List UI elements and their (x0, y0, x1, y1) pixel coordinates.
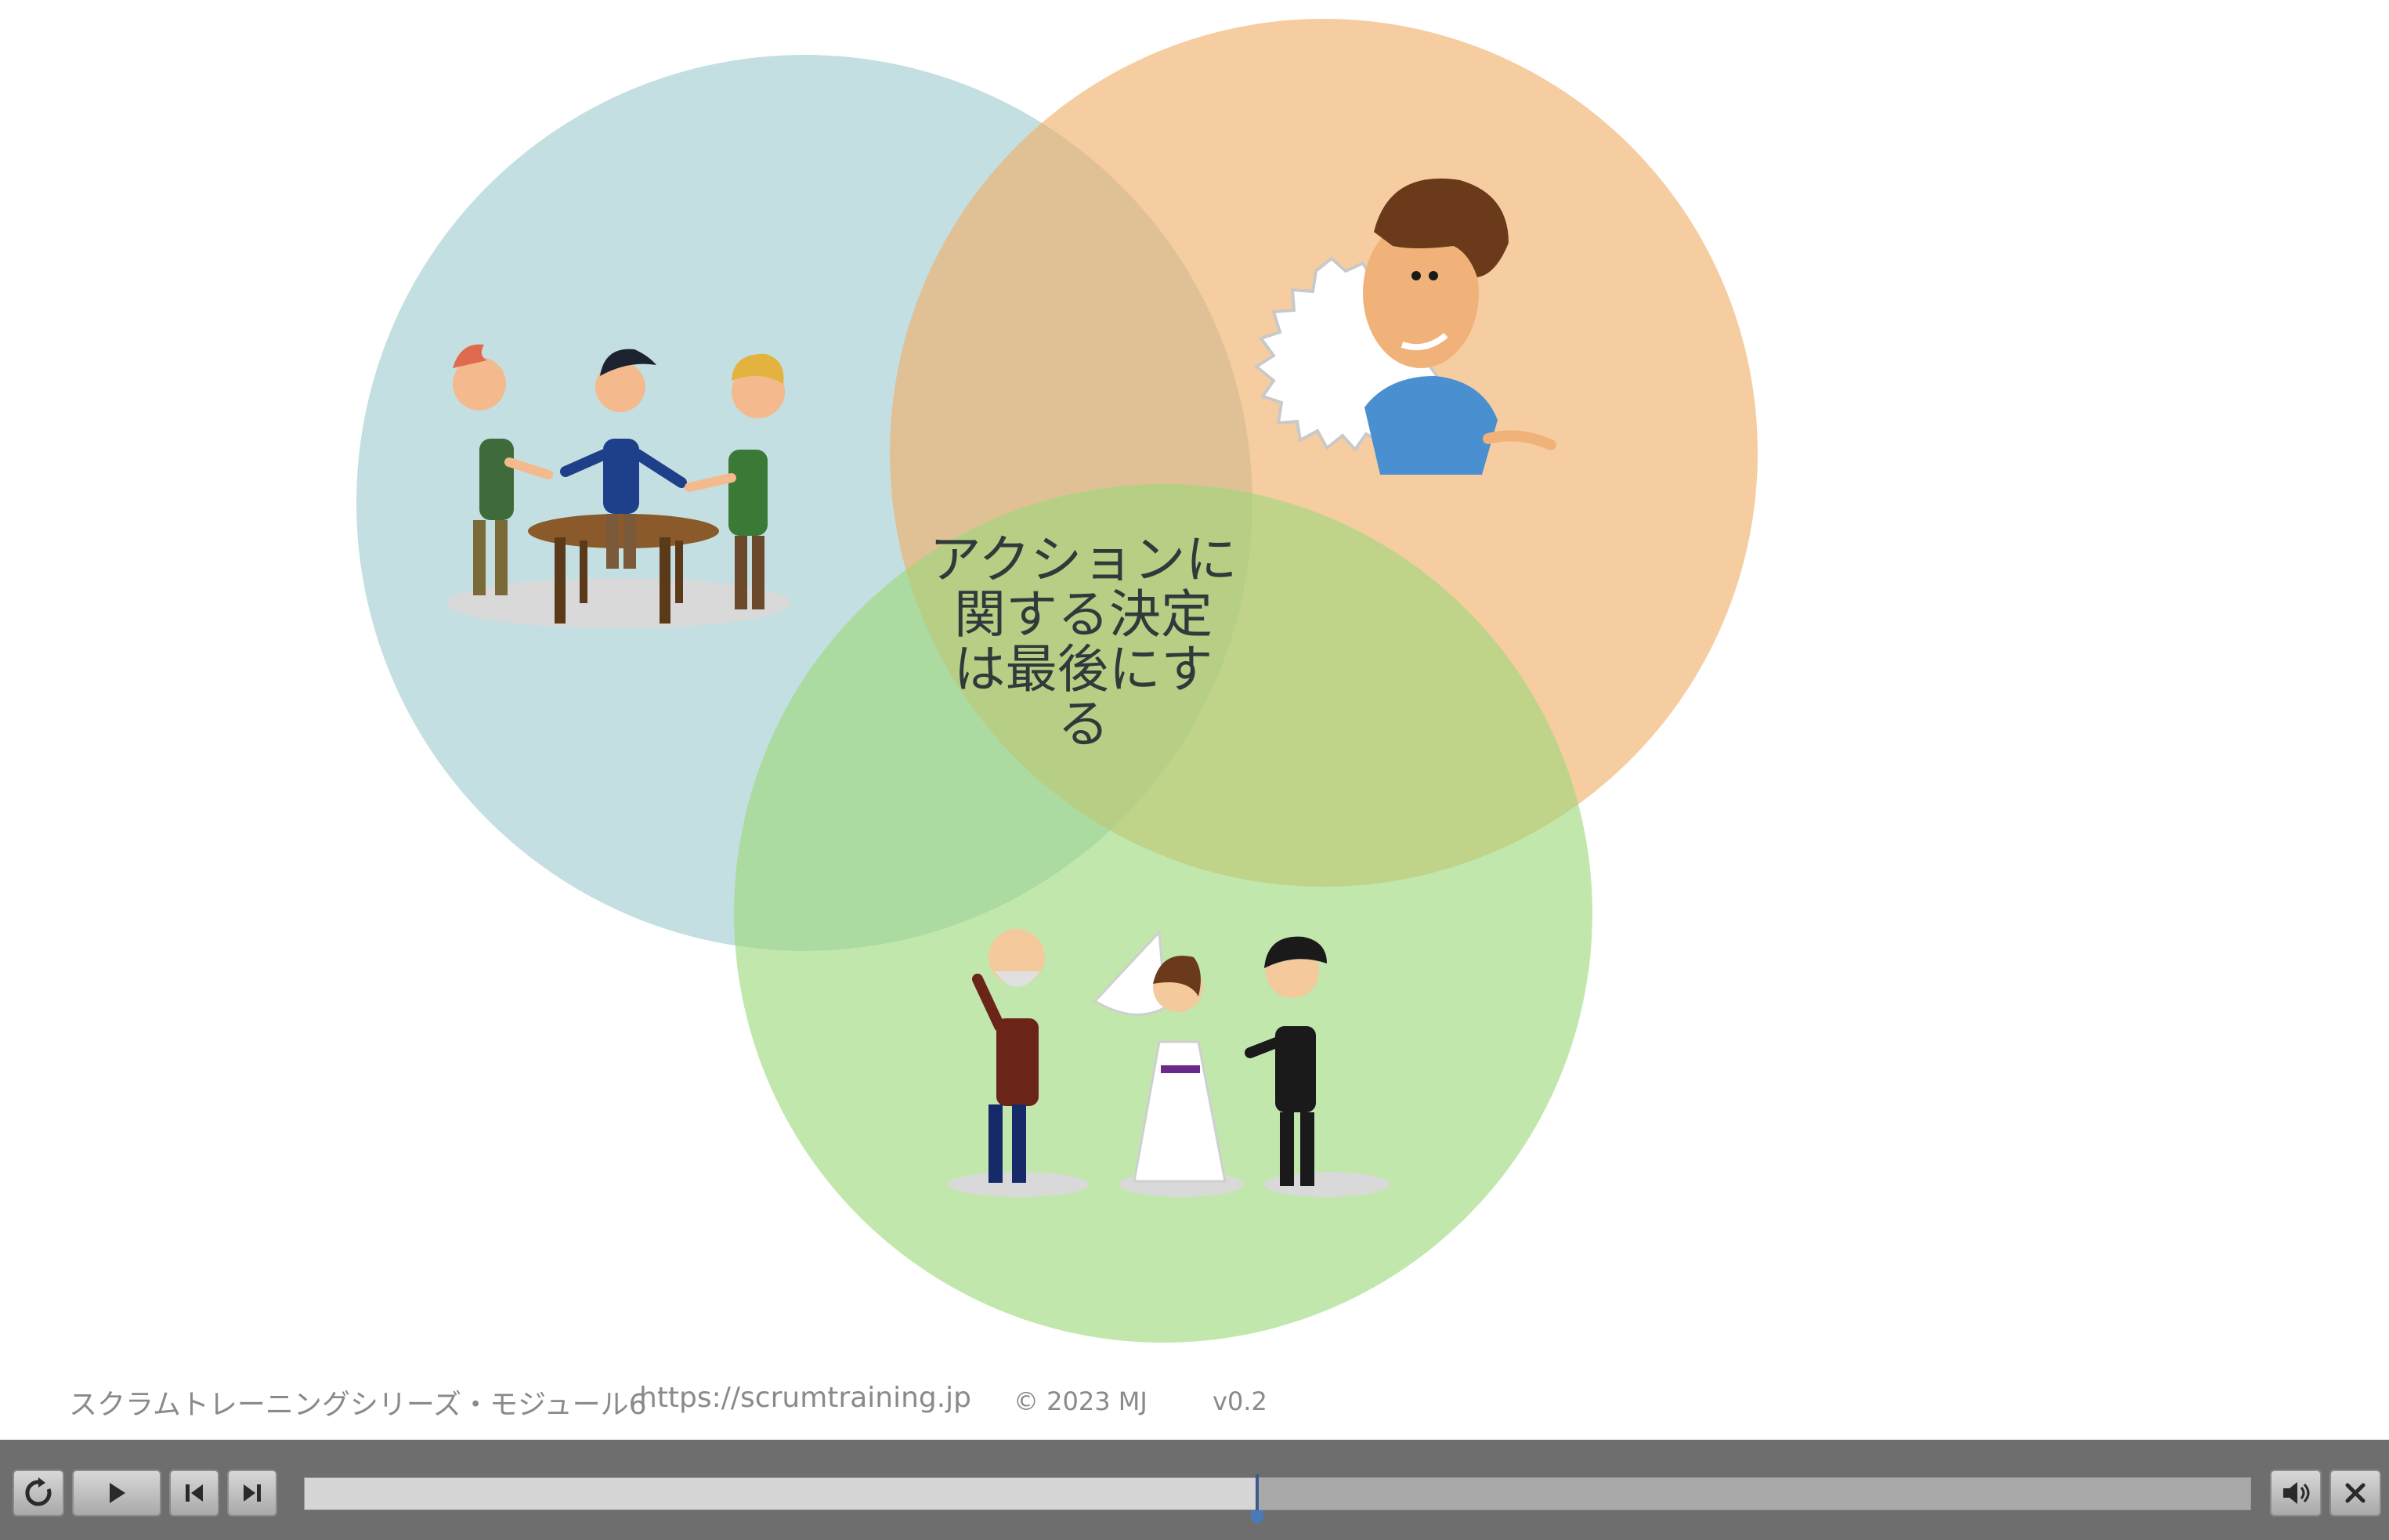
center-text-line: る (1057, 694, 1109, 754)
play-button[interactable] (72, 1470, 161, 1517)
progress-fill (305, 1478, 1258, 1509)
circle-bottom (734, 484, 1592, 1343)
volume-button[interactable] (2270, 1470, 2322, 1517)
man-bursting-out-illustration (1253, 178, 1556, 475)
skip-back-icon (186, 1484, 203, 1502)
player-controls-bar (0, 1440, 2389, 1540)
replay-icon (25, 1477, 52, 1506)
close-icon (2345, 1483, 2366, 1503)
footer-url: https://scrumtraining.jp (639, 1382, 972, 1414)
skip-forward-icon (244, 1484, 261, 1502)
replay-button[interactable] (13, 1470, 64, 1517)
center-decision-text: アクションに 関する決定 は最後にす る (927, 533, 1240, 752)
speaker-icon (2283, 1482, 2310, 1504)
footer-series-title: スクラムトレーニングシリーズ・モジュール6 (69, 1389, 647, 1421)
progress-track[interactable] (304, 1477, 2251, 1510)
play-icon (110, 1483, 125, 1503)
close-button[interactable] (2329, 1470, 2381, 1517)
next-button[interactable] (227, 1470, 277, 1517)
center-text-line: アクションに (929, 530, 1238, 590)
footer-copyright: © 2023 MJ (1014, 1386, 1148, 1416)
wedding-couple-illustration (948, 929, 1390, 1197)
center-text-line: は最後にす (953, 639, 1213, 700)
slide: アクションに 関する決定 は最後にす る スクラムトレーニングシリーズ・モジュー… (69, 19, 1758, 1421)
venn-diagram (356, 19, 1758, 1343)
center-text-line: 関する決定 (954, 584, 1213, 645)
team-at-table-illustration (446, 344, 791, 628)
scrubber-handle[interactable] (1249, 1474, 1265, 1524)
footer-version: v0.2 (1213, 1386, 1267, 1416)
previous-button[interactable] (169, 1470, 219, 1517)
